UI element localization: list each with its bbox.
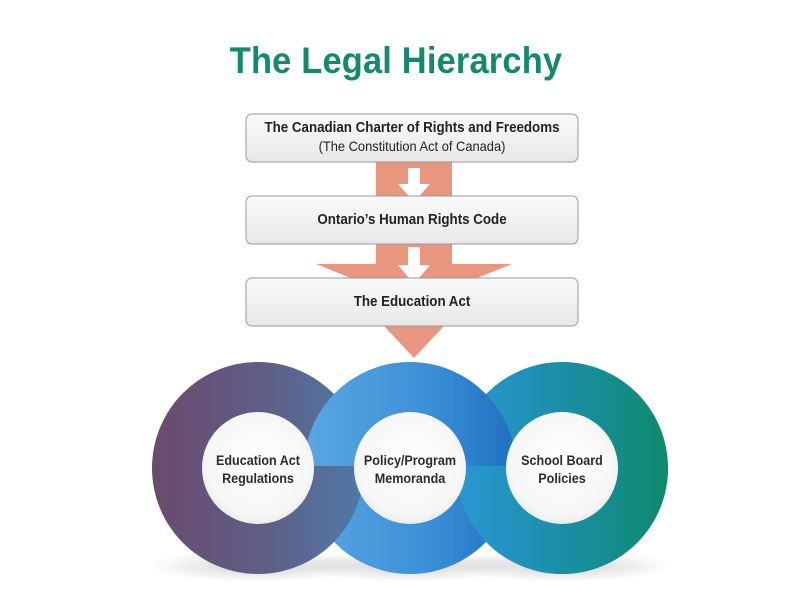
hierarchy-box-education-act (245, 277, 579, 327)
circle-label-line: School Board (521, 453, 603, 468)
down-arrow-icon (398, 168, 430, 202)
circle-label-line: Education Act (216, 453, 300, 468)
arrow-shape-3 (384, 326, 444, 358)
inner-disc-regulations (202, 412, 314, 524)
page-title: The Legal Hierarchy (229, 40, 563, 81)
human-rights-code-title: Ontario’s Human Rights Code (317, 212, 507, 228)
circle-label-line: Memoranda (374, 471, 446, 486)
circle-label-line: Policy/Program (363, 453, 457, 468)
inner-disc-board-policies (506, 412, 618, 524)
education-act-label: The Education Act (259, 293, 564, 311)
human-rights-code-label: Ontario’s Human Rights Code (259, 211, 564, 229)
circle-label-board-policies: School Board Policies (506, 452, 618, 488)
circle-label-line: Regulations (222, 471, 294, 486)
down-arrow-icon (398, 247, 430, 284)
circle-label-regulations: Education Act Regulations (202, 452, 314, 488)
hierarchy-box-charter (245, 113, 579, 163)
hierarchy-box-human-rights-code (245, 195, 579, 245)
circle-label-memoranda: Policy/Program Memoranda (354, 452, 466, 488)
charter-subtitle: (The Constitution Act of Canada) (318, 138, 506, 154)
circle-label-line: Policies (538, 471, 586, 486)
education-act-title: The Education Act (353, 294, 471, 310)
inner-disc-memoranda (354, 412, 466, 524)
charter-title: The Canadian Charter of Rights and Freed… (264, 120, 560, 136)
charter-label: The Canadian Charter of Rights and Freed… (259, 119, 564, 155)
